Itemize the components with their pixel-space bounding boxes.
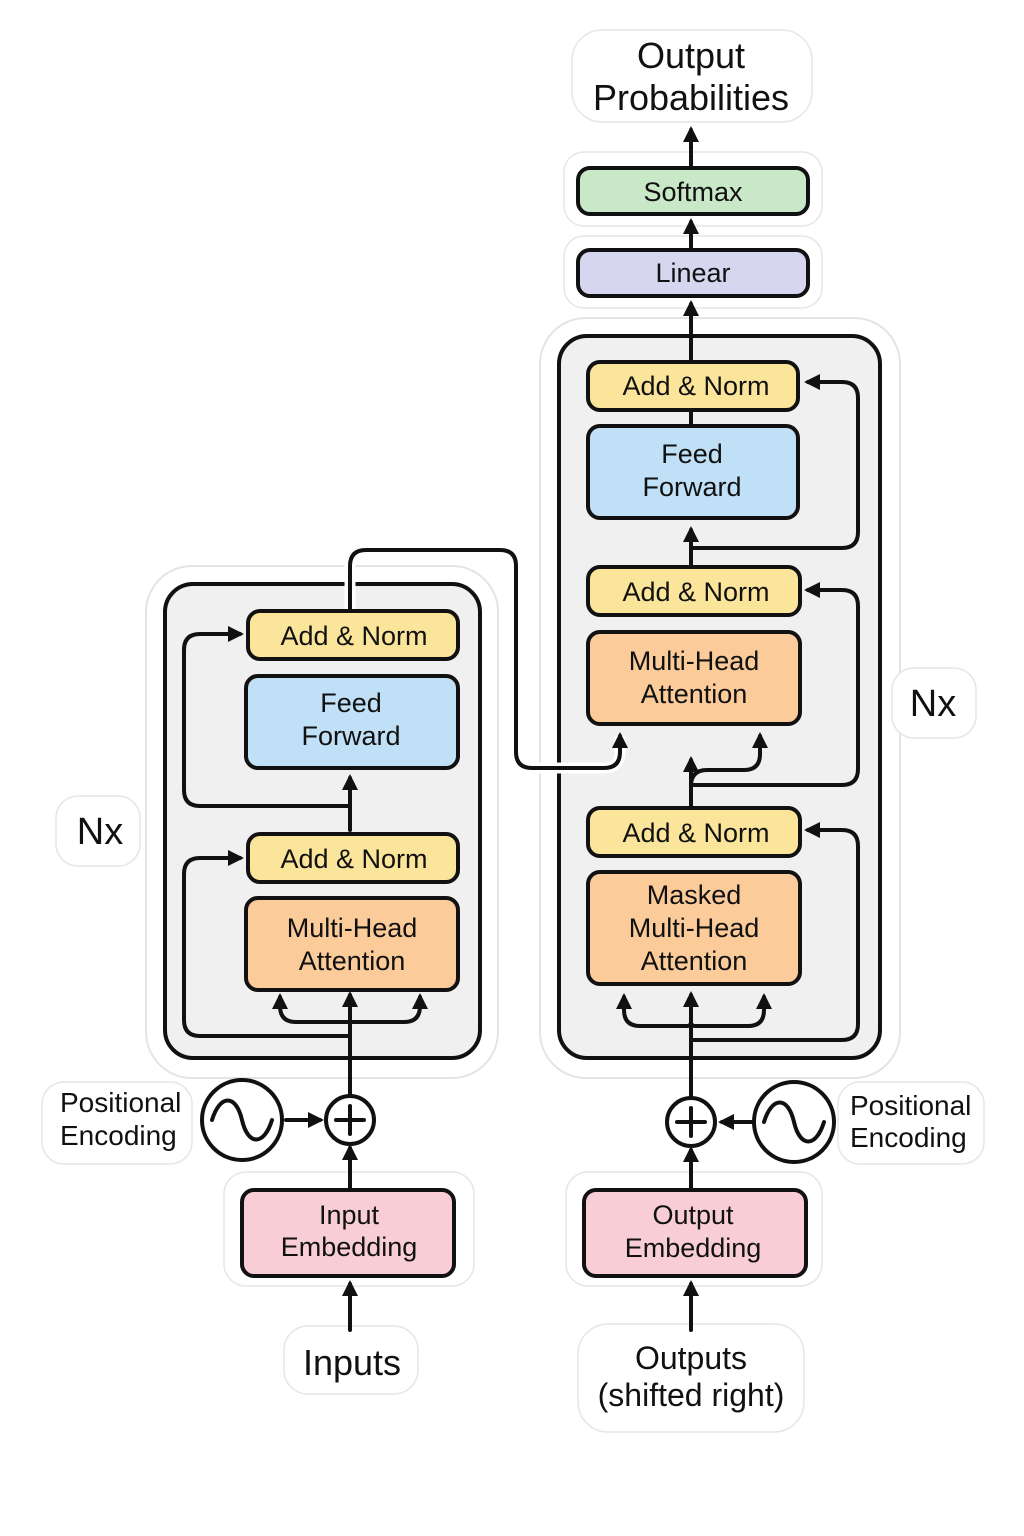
- encoder-add-norm-bottom-label: Add & Norm: [280, 844, 427, 874]
- decoder-repeat-label: Nx: [910, 683, 956, 725]
- output-embedding-line2: Embedding: [625, 1233, 762, 1263]
- encoder-add-norm-top-label: Add & Norm: [280, 621, 427, 651]
- encoder-add-norm-top: [246, 609, 460, 661]
- linear-block: [576, 248, 810, 298]
- decoder-feed-forward: [586, 424, 800, 520]
- encoder-attention-line2: Attention: [299, 946, 406, 976]
- encoder-feed-forward-line1: Feed: [320, 688, 382, 718]
- decoder-add-norm-top: [586, 360, 800, 412]
- add-operator-icon: [665, 1096, 717, 1148]
- linear-label: Linear: [655, 258, 730, 288]
- outputs-label-line2: (shifted right): [598, 1377, 785, 1413]
- connections: [182, 126, 860, 1332]
- output-title-line2: Probabilities: [593, 77, 789, 118]
- decoder-add-norm-bottom-label: Add & Norm: [622, 818, 769, 848]
- sine-wave-icon: [752, 1080, 836, 1164]
- decoder-cross-attention: [586, 630, 802, 726]
- decoder-add-norm-top-label: Add & Norm: [622, 371, 769, 401]
- outputs-label-line1: Outputs: [635, 1340, 747, 1376]
- decoder-add-norm-mid: [586, 565, 802, 617]
- sine-wave-icon: [200, 1078, 284, 1162]
- output-title-line1: Output: [637, 35, 745, 76]
- output-embedding-block: [582, 1188, 808, 1278]
- encoder-feed-forward-line2: Forward: [301, 721, 400, 751]
- decoder-feed-forward-line2: Forward: [642, 472, 741, 502]
- decoder-feed-forward-line1: Feed: [661, 439, 723, 469]
- softmax-label: Softmax: [643, 177, 743, 207]
- decoder-cross-attention-line2: Attention: [641, 679, 748, 709]
- decoder-masked-attention-line3: Attention: [641, 946, 748, 976]
- decoder-add-norm-bottom: [586, 806, 802, 858]
- input-embedding-line2: Embedding: [281, 1232, 418, 1262]
- input-embedding-block: [240, 1188, 456, 1278]
- decoder-cross-attention-line1: Multi-Head: [629, 646, 760, 676]
- encoder-positional-line2: Encoding: [60, 1120, 177, 1151]
- decoder-masked-attention-line2: Multi-Head: [629, 913, 760, 943]
- decoder-masked-attention-line1: Masked: [647, 880, 742, 910]
- encoder-add-norm-bottom: [246, 832, 460, 884]
- encoder-attention: [244, 896, 460, 992]
- add-operator-icon: [324, 1094, 376, 1146]
- encoder-attention-line1: Multi-Head: [287, 913, 418, 943]
- decoder-masked-attention: [586, 870, 802, 986]
- encoder-repeat-label: Nx: [77, 811, 123, 853]
- input-embedding-line1: Input: [319, 1200, 380, 1230]
- encoder-positional-line1: Positional: [60, 1087, 181, 1118]
- inputs-label: Inputs: [303, 1342, 401, 1383]
- decoder-positional-line2: Encoding: [850, 1122, 967, 1153]
- decoder-add-norm-mid-label: Add & Norm: [622, 577, 769, 607]
- softmax-block: [576, 166, 810, 216]
- output-embedding-line1: Output: [652, 1200, 734, 1230]
- encoder-feed-forward: [244, 674, 460, 770]
- decoder-positional-line1: Positional: [850, 1090, 971, 1121]
